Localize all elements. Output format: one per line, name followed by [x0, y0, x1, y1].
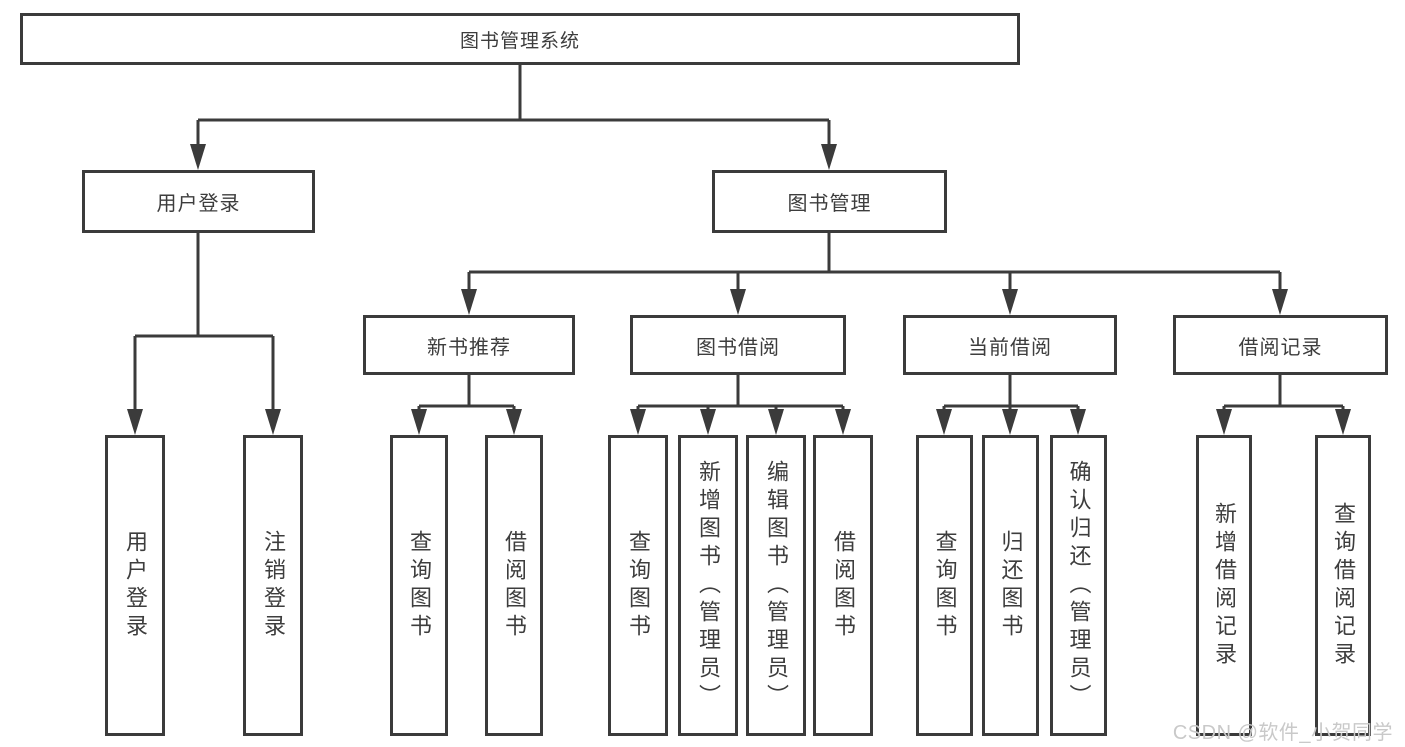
node-book-borrowing: 图书借阅	[630, 315, 846, 375]
node-new-book-recommendation: 新书推荐	[363, 315, 575, 375]
leaf-query-books-current-label: 查询图书	[932, 529, 958, 642]
node-book-borrowing-label: 图书借阅	[696, 336, 780, 359]
leaf-return-books: 归还图书	[982, 435, 1039, 736]
leaf-add-books-admin: 新增图书（管理员）	[678, 435, 738, 736]
leaf-query-books-borrowing: 查询图书	[608, 435, 668, 736]
leaf-query-books-current: 查询图书	[916, 435, 973, 736]
connector-borrowing-records-to-leaves	[1216, 375, 1351, 435]
node-user-login-label: 用户登录	[156, 193, 241, 215]
leaf-query-books-recommend-label: 查询图书	[407, 529, 432, 642]
leaf-query-borrow-record-label: 查询借阅记录	[1331, 501, 1356, 670]
leaf-user-login-label: 用户登录	[123, 529, 148, 642]
leaf-query-books-borrowing-label: 查询图书	[626, 529, 651, 642]
node-user-login: 用户登录	[82, 170, 315, 233]
node-book-management: 图书管理	[712, 170, 947, 233]
node-book-management-label: 图书管理	[787, 193, 872, 215]
leaf-logout-label: 注销登录	[261, 529, 286, 642]
connector-book-borrowing-to-leaves	[630, 375, 851, 435]
connector-book-management-to-level3	[461, 233, 1288, 315]
connector-root-to-level2	[190, 65, 837, 170]
connector-user-login-to-leaves	[127, 233, 281, 435]
leaf-confirm-return-admin: 确认归还（管理员）	[1050, 435, 1107, 736]
leaf-return-books-label: 归还图书	[998, 529, 1024, 642]
leaf-query-borrow-record: 查询借阅记录	[1315, 435, 1371, 736]
leaf-edit-books-admin-label: 编辑图书（管理员）	[764, 459, 789, 712]
leaf-borrow-books-recommend-label: 借阅图书	[502, 529, 527, 642]
node-current-borrowing-label: 当前借阅	[968, 336, 1052, 359]
leaf-user-login: 用户登录	[105, 435, 165, 736]
leaf-query-books-recommend: 查询图书	[390, 435, 448, 736]
node-current-borrowing: 当前借阅	[903, 315, 1117, 375]
watermark-text: CSDN @软件_小贺同学	[1172, 722, 1393, 744]
node-borrowing-records-label: 借阅记录	[1238, 336, 1323, 359]
leaf-borrow-books-recommend: 借阅图书	[485, 435, 543, 736]
leaf-confirm-return-admin-label: 确认归还（管理员）	[1066, 459, 1092, 712]
connector-new-book-recommendation-to-leaves	[411, 375, 522, 435]
leaf-borrow-books-borrowing-label: 借阅图书	[831, 529, 856, 642]
connector-current-borrowing-to-leaves	[936, 375, 1086, 435]
leaf-add-borrow-record-label: 新增借阅记录	[1212, 501, 1237, 670]
leaf-logout: 注销登录	[243, 435, 303, 736]
leaf-edit-books-admin: 编辑图书（管理员）	[746, 435, 806, 736]
node-borrowing-records: 借阅记录	[1173, 315, 1388, 375]
node-new-book-recommendation-label: 新书推荐	[427, 336, 511, 359]
leaf-borrow-books-borrowing: 借阅图书	[813, 435, 873, 736]
node-root: 图书管理系统	[20, 13, 1020, 65]
leaf-add-books-admin-label: 新增图书（管理员）	[696, 459, 721, 712]
leaf-add-borrow-record: 新增借阅记录	[1196, 435, 1252, 736]
node-root-label: 图书管理系统	[459, 30, 580, 52]
